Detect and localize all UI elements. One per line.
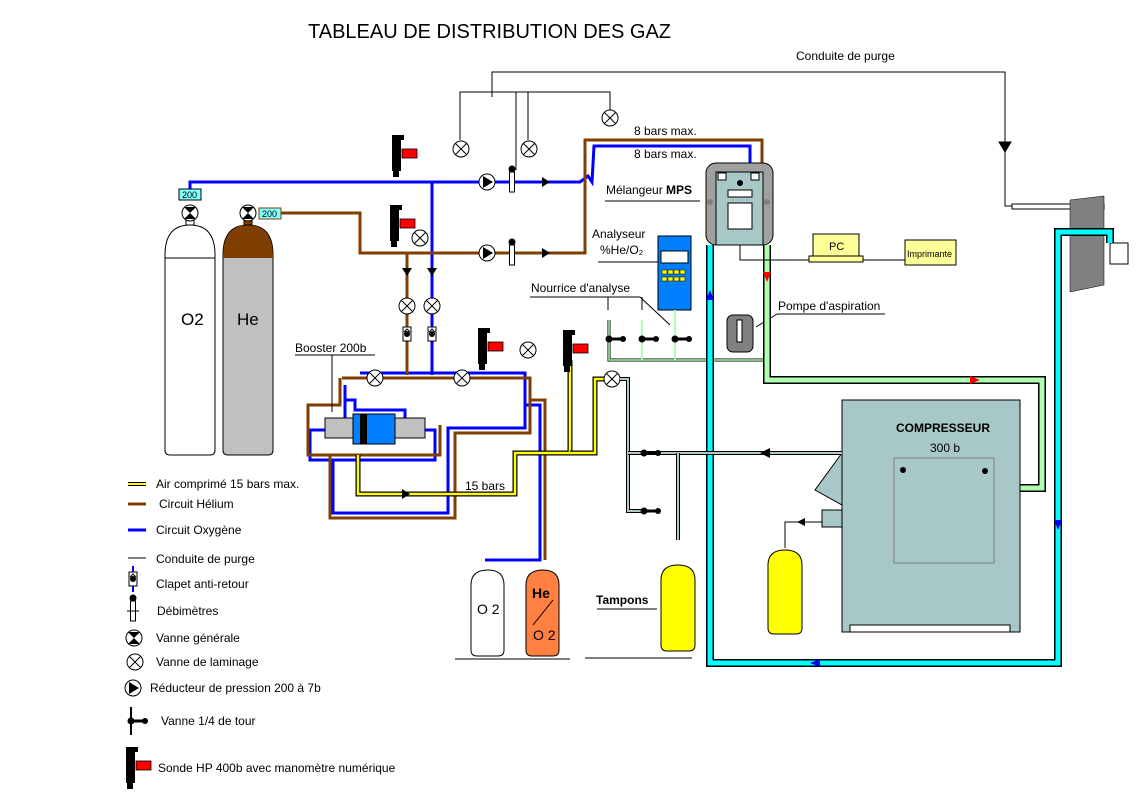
hp-probe-1 [391, 134, 418, 178]
booster-label: Booster 200b [295, 341, 367, 355]
compressor: COMPRESSEUR 300 b [814, 399, 1021, 633]
compressor-output-line [620, 377, 842, 540]
he-cylinder: 200 He [222, 204, 282, 456]
purge-line-label: Conduite de purge [796, 49, 895, 63]
diagram-title: TABLEAU DE DISTRIBUTION DES GAZ [308, 21, 671, 43]
svg-text:Imprimante: Imprimante [907, 249, 952, 259]
legend-item-flowmeter: Débimètres [127, 594, 218, 622]
svg-text:Vanne générale: Vanne générale [156, 631, 240, 645]
legend-item-helium: Circuit Hélium [128, 497, 234, 511]
manifold-label: Nourrice d'analyse [531, 281, 630, 295]
compressor-pressure: 300 b [930, 441, 960, 455]
pc: PC [808, 233, 864, 263]
svg-text:Circuit Oxygène: Circuit Oxygène [156, 523, 242, 537]
o2-pressure-gauge [178, 188, 202, 201]
svg-text:200: 200 [262, 209, 277, 219]
pressure-reducers [478, 173, 496, 262]
svg-text:He: He [532, 585, 550, 601]
legend-item-check-valve: Clapet anti-retour [128, 566, 249, 592]
svg-text:Conduite de purge: Conduite de purge [156, 552, 255, 566]
booster [324, 413, 426, 445]
hp-probe-2 [389, 204, 416, 248]
svg-text:Débimètres: Débimètres [157, 604, 218, 618]
svg-text:Clapet anti-retour: Clapet anti-retour [156, 577, 249, 591]
o2-cylinder-label: O2 [181, 310, 204, 329]
svg-text:Air comprimé 15 bars max.: Air comprimé 15 bars max. [156, 477, 299, 491]
max-pressure-helium-label: 8 bars max. [634, 124, 697, 138]
svg-text:O 2: O 2 [533, 627, 556, 643]
svg-text:PC: PC [829, 241, 844, 253]
legend-item-purge: Conduite de purge [128, 552, 255, 566]
legend: Air comprimé 15 bars max. Circuit Hélium… [124, 477, 396, 790]
svg-text:Vanne de laminage: Vanne de laminage [156, 655, 259, 669]
o2-small-cylinder: O 2 [470, 569, 505, 657]
green-loop [763, 245, 1046, 492]
analyzer-label: Analyseur [592, 227, 645, 241]
suction-pump [726, 314, 754, 353]
analyzer-label-2: %He/O₂ [600, 243, 644, 257]
legend-item-throttle-valve: Vanne de laminage [126, 653, 259, 671]
svg-text:200: 200 [182, 190, 197, 200]
legend-item-main-valve: Vanne générale [125, 629, 240, 647]
he-pressure-gauge [258, 207, 282, 220]
buffers-label: Tampons [596, 593, 649, 607]
oxygen-circuit [188, 144, 752, 562]
purge-line [459, 71, 1012, 207]
analyzer-he-o2 [657, 235, 692, 311]
o2-cylinder: 200 O2 [164, 188, 216, 456]
legend-item-pressure-reducer: Réducteur de pression 200 à 7b [124, 679, 321, 697]
air-pressure-label: 15 bars [465, 479, 505, 493]
buffer-cylinder-2 [767, 518, 822, 635]
mixer-pc-link [739, 245, 905, 261]
analysis-manifold [530, 296, 767, 362]
legend-item-quarter-turn-valve: Vanne 1/4 de tour [126, 707, 256, 735]
mixer-label: Mélangeur MPS [606, 183, 692, 197]
compressor-label: COMPRESSEUR [896, 421, 990, 435]
svg-text:Circuit Hélium: Circuit Hélium [159, 497, 234, 511]
svg-text:Vanne 1/4 de tour: Vanne 1/4 de tour [161, 714, 256, 728]
he-cylinder-label: He [237, 310, 259, 329]
legend-item-oxygen: Circuit Oxygène [128, 523, 242, 537]
svg-text:Sonde HP 400b avec manomètre: Sonde HP 400b avec manomètre numérique [158, 761, 396, 775]
svg-text:O 2: O 2 [477, 601, 500, 617]
printer: Imprimante [904, 239, 957, 266]
pump-label: Pompe d'aspiration [778, 299, 880, 313]
he-o2-cylinder: He O 2 [525, 569, 560, 657]
cyan-loop [706, 228, 1114, 667]
flow-arrows [402, 177, 550, 499]
mixer-mps [705, 162, 774, 246]
legend-item-hp-probe: Sonde HP 400b avec manomètre numérique [125, 746, 396, 790]
flowmeters [508, 165, 516, 266]
legend-item-air: Air comprimé 15 bars max. [128, 477, 299, 491]
svg-text:Réducteur de pression 200 à 7b: Réducteur de pression 200 à 7b [150, 681, 321, 695]
max-pressure-oxygen-label: 8 bars max. [634, 147, 697, 161]
hp-probe-4 [562, 329, 589, 373]
buffer-cylinder-1 [660, 564, 696, 652]
exhaust-pipe [1011, 195, 1129, 293]
check-valves [402, 326, 437, 342]
hp-probe-3 [477, 327, 504, 371]
